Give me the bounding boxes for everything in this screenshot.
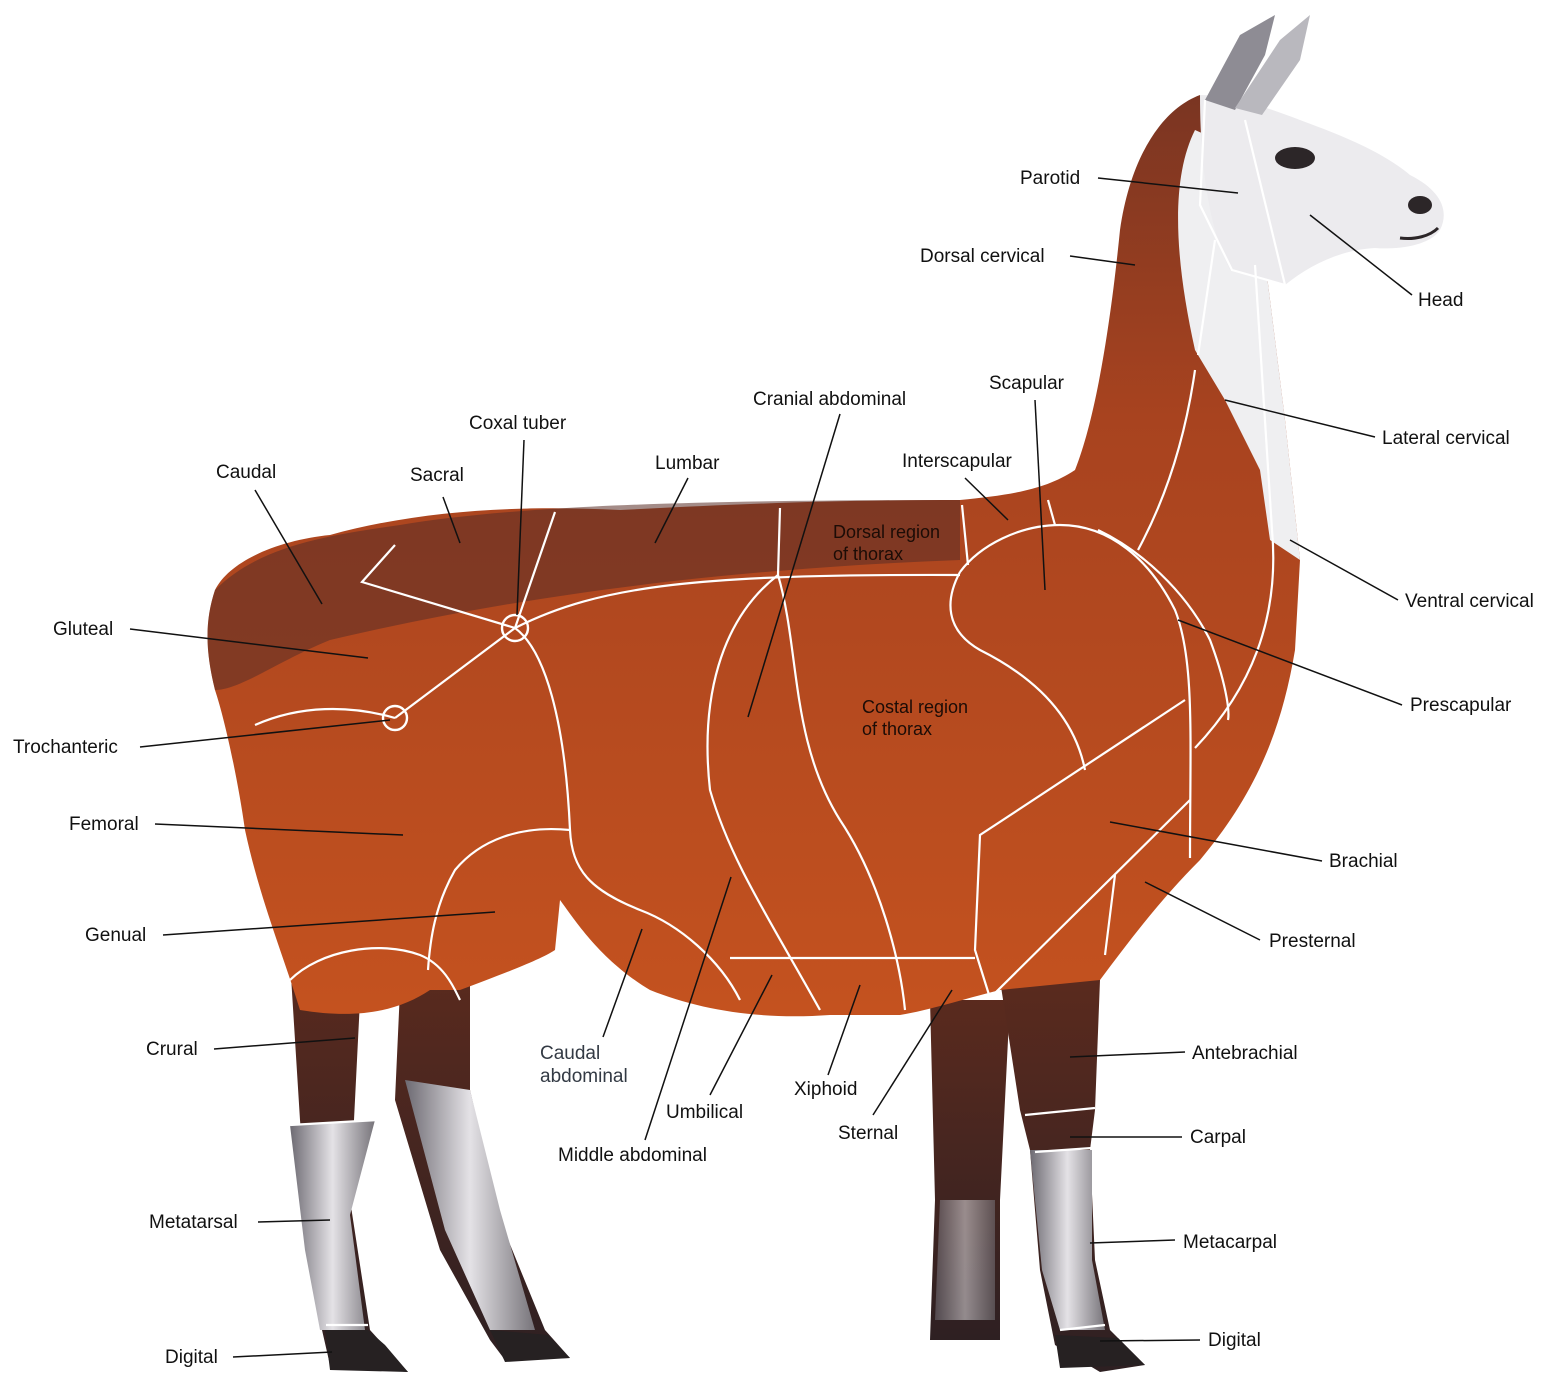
label-caudal: Caudal (216, 461, 276, 484)
hind-legs (290, 960, 570, 1372)
label-lateral-cervical: Lateral cervical (1382, 427, 1510, 450)
label-coxal-tuber: Coxal tuber (469, 412, 566, 435)
llama-head (1200, 95, 1444, 285)
label-gluteal: Gluteal (53, 618, 113, 641)
label-digital-fore: Digital (1208, 1329, 1261, 1352)
label-interscapular: Interscapular (902, 450, 1012, 473)
label-cranial-abdominal: Cranial abdominal (753, 388, 906, 411)
fore-legs (930, 980, 1145, 1372)
label-parotid: Parotid (1020, 167, 1080, 190)
label-brachial: Brachial (1329, 850, 1398, 873)
label-genual: Genual (85, 924, 146, 947)
label-dorsal-region-of-thorax: Dorsal region of thorax (833, 521, 940, 565)
label-costal-region-of-thorax-line2: of thorax (862, 718, 968, 740)
label-trochanteric: Trochanteric (13, 736, 118, 759)
label-caudal-abdominal: Caudal abdominal (540, 1042, 628, 1088)
label-caudal-abdominal-line1: Caudal (540, 1042, 628, 1065)
label-dorsal-region-of-thorax-line2: of thorax (833, 543, 940, 565)
label-metacarpal: Metacarpal (1183, 1231, 1277, 1254)
label-femoral: Femoral (69, 813, 139, 836)
label-prescapular: Prescapular (1410, 694, 1511, 717)
label-ventral-cervical: Ventral cervical (1405, 590, 1534, 613)
label-lumbar: Lumbar (655, 452, 719, 475)
label-crural: Crural (146, 1038, 198, 1061)
label-caudal-abdominal-line2: abdominal (540, 1065, 628, 1088)
label-costal-region-of-thorax: Costal region of thorax (862, 696, 968, 740)
label-dorsal-cervical: Dorsal cervical (920, 245, 1045, 268)
label-umbilical: Umbilical (666, 1101, 743, 1124)
label-scapular: Scapular (989, 372, 1064, 395)
label-antebrachial: Antebrachial (1192, 1042, 1298, 1065)
label-presternal: Presternal (1269, 930, 1356, 953)
label-metatarsal: Metatarsal (149, 1211, 238, 1234)
label-digital-hind: Digital (165, 1346, 218, 1369)
label-sacral: Sacral (410, 464, 464, 487)
label-sternal: Sternal (838, 1122, 898, 1145)
label-middle-abdominal: Middle abdominal (558, 1144, 707, 1167)
label-dorsal-region-of-thorax-line1: Dorsal region (833, 521, 940, 543)
label-costal-region-of-thorax-line1: Costal region (862, 696, 968, 718)
label-xiphoid: Xiphoid (794, 1078, 857, 1101)
label-head: Head (1418, 289, 1463, 312)
label-carpal: Carpal (1190, 1126, 1246, 1149)
